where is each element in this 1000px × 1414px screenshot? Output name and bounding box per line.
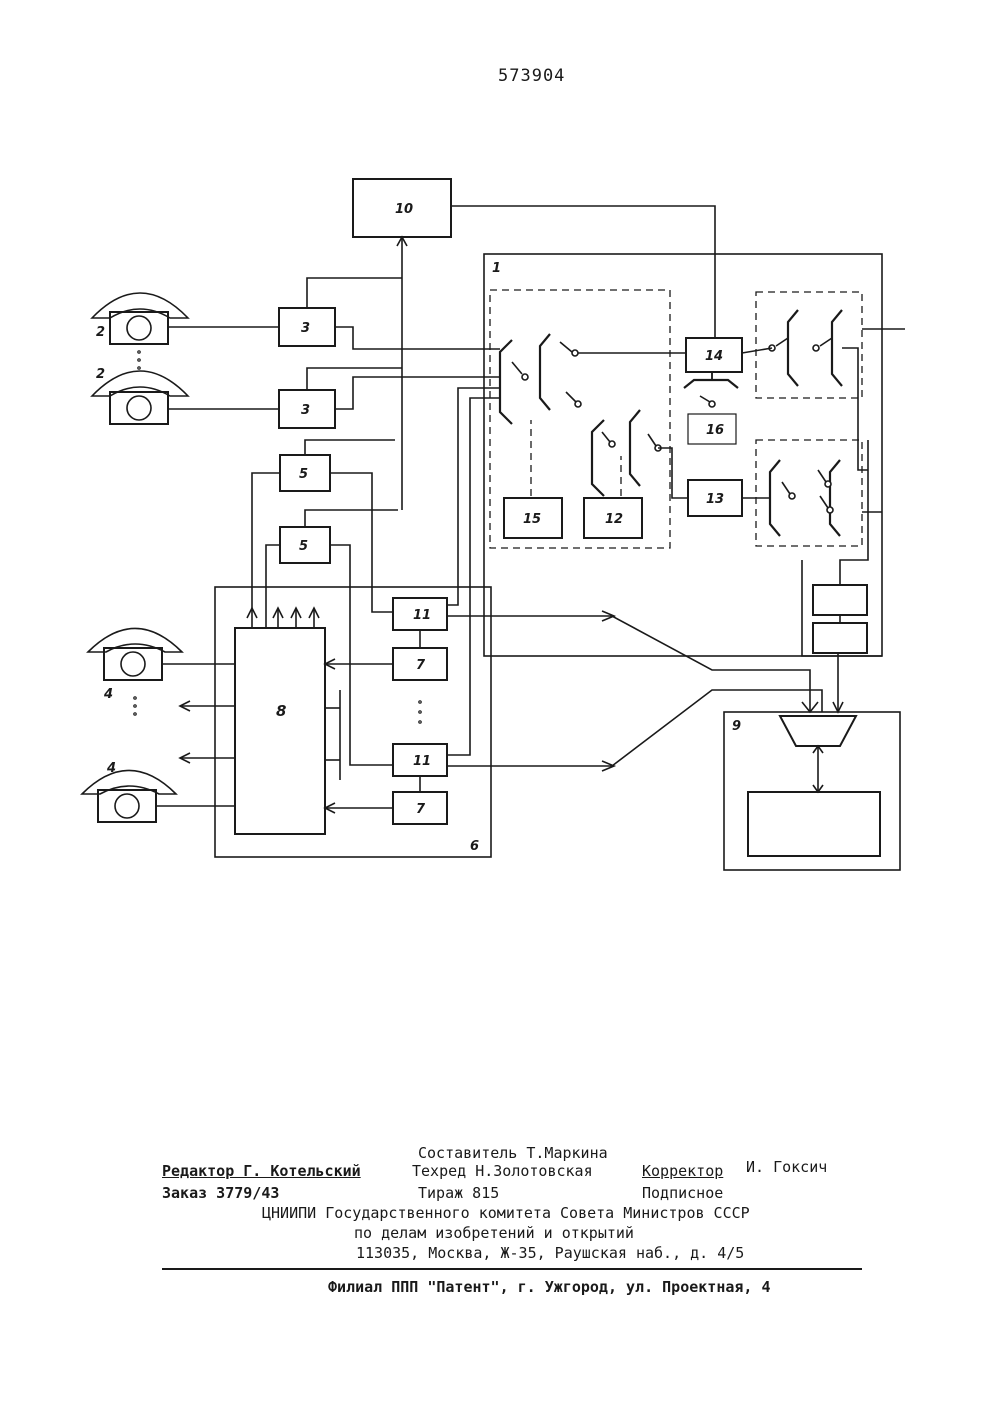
telephone-set-4-top-icon	[88, 629, 182, 681]
label-b11a: 11	[413, 608, 431, 623]
label-t2b: 2	[96, 367, 105, 382]
label-b3b: 3	[301, 403, 310, 418]
label-b15: 15	[523, 512, 541, 527]
label-b7b: 7	[416, 802, 426, 817]
switch-group-14-contacts	[769, 310, 842, 386]
label-b6: 6	[470, 839, 479, 854]
label-b12: 12	[605, 512, 623, 527]
switch-contacts-field	[500, 334, 661, 496]
label-b5b: 5	[299, 539, 308, 554]
editor-line: Редактор Г. Котельский	[162, 1162, 361, 1180]
ellipsis-dots-block7	[419, 701, 421, 723]
label-b3a: 3	[301, 321, 310, 336]
label-b16: 16	[706, 423, 724, 438]
node-9-memory-block	[748, 792, 880, 856]
techred-line: Техред Н.Золотовская	[412, 1162, 593, 1180]
label-b13: 13	[706, 492, 724, 507]
subscription-line: Подписное	[642, 1184, 723, 1202]
corrector-name: И. Гоксич	[746, 1158, 827, 1176]
block-diagram: 2 2 4 4 10 3 3 5 5 1	[0, 0, 1000, 920]
address-line: 113035, Москва, Ж-35, Раушская наб., д. …	[356, 1244, 744, 1262]
telephone-set-2-bottom-icon	[92, 371, 188, 424]
switch-group-13-contacts	[770, 460, 840, 536]
label-b11b: 11	[413, 754, 431, 769]
label-b7a: 7	[416, 658, 426, 673]
label-t4a: 4	[103, 687, 113, 702]
order-line: Заказ 3779/43	[162, 1184, 279, 1202]
connection-lines	[156, 206, 905, 813]
label-b8: 8	[276, 702, 286, 720]
label-t2a: 2	[96, 325, 105, 340]
corrector-label: Корректор	[642, 1162, 723, 1180]
telephone-set-4-bottom-icon	[82, 771, 176, 823]
label-b5a: 5	[299, 467, 308, 482]
switch-16-contact	[684, 380, 738, 388]
node-9-interface-trapezoid	[780, 716, 856, 746]
block-small-upper	[813, 585, 867, 615]
org-line-2: по делам изобретений и открытий	[354, 1224, 634, 1242]
label-b1: 1	[492, 261, 501, 276]
block-small-lower	[813, 623, 867, 653]
node-1-frame	[484, 254, 882, 656]
ellipsis-dots-bottom	[134, 697, 136, 715]
label-b9: 9	[732, 719, 741, 734]
block-8	[235, 628, 325, 834]
label-t4b: 4	[106, 761, 116, 776]
footer-rule	[162, 1268, 862, 1270]
label-b14: 14	[705, 349, 723, 364]
label-b10: 10	[395, 202, 413, 217]
telephone-set-2-top-icon	[92, 293, 188, 344]
org-line-1: ЦНИИПИ Государственного комитета Совета …	[262, 1204, 750, 1222]
compiler-line: Составитель Т.Маркина	[418, 1144, 608, 1162]
switch-group-13-dashed-box	[756, 440, 862, 546]
branch-line: Филиал ППП "Патент", г. Ужгород, ул. Про…	[328, 1278, 771, 1296]
circulation-line: Тираж 815	[418, 1184, 499, 1202]
ellipsis-dots-top	[138, 351, 140, 369]
